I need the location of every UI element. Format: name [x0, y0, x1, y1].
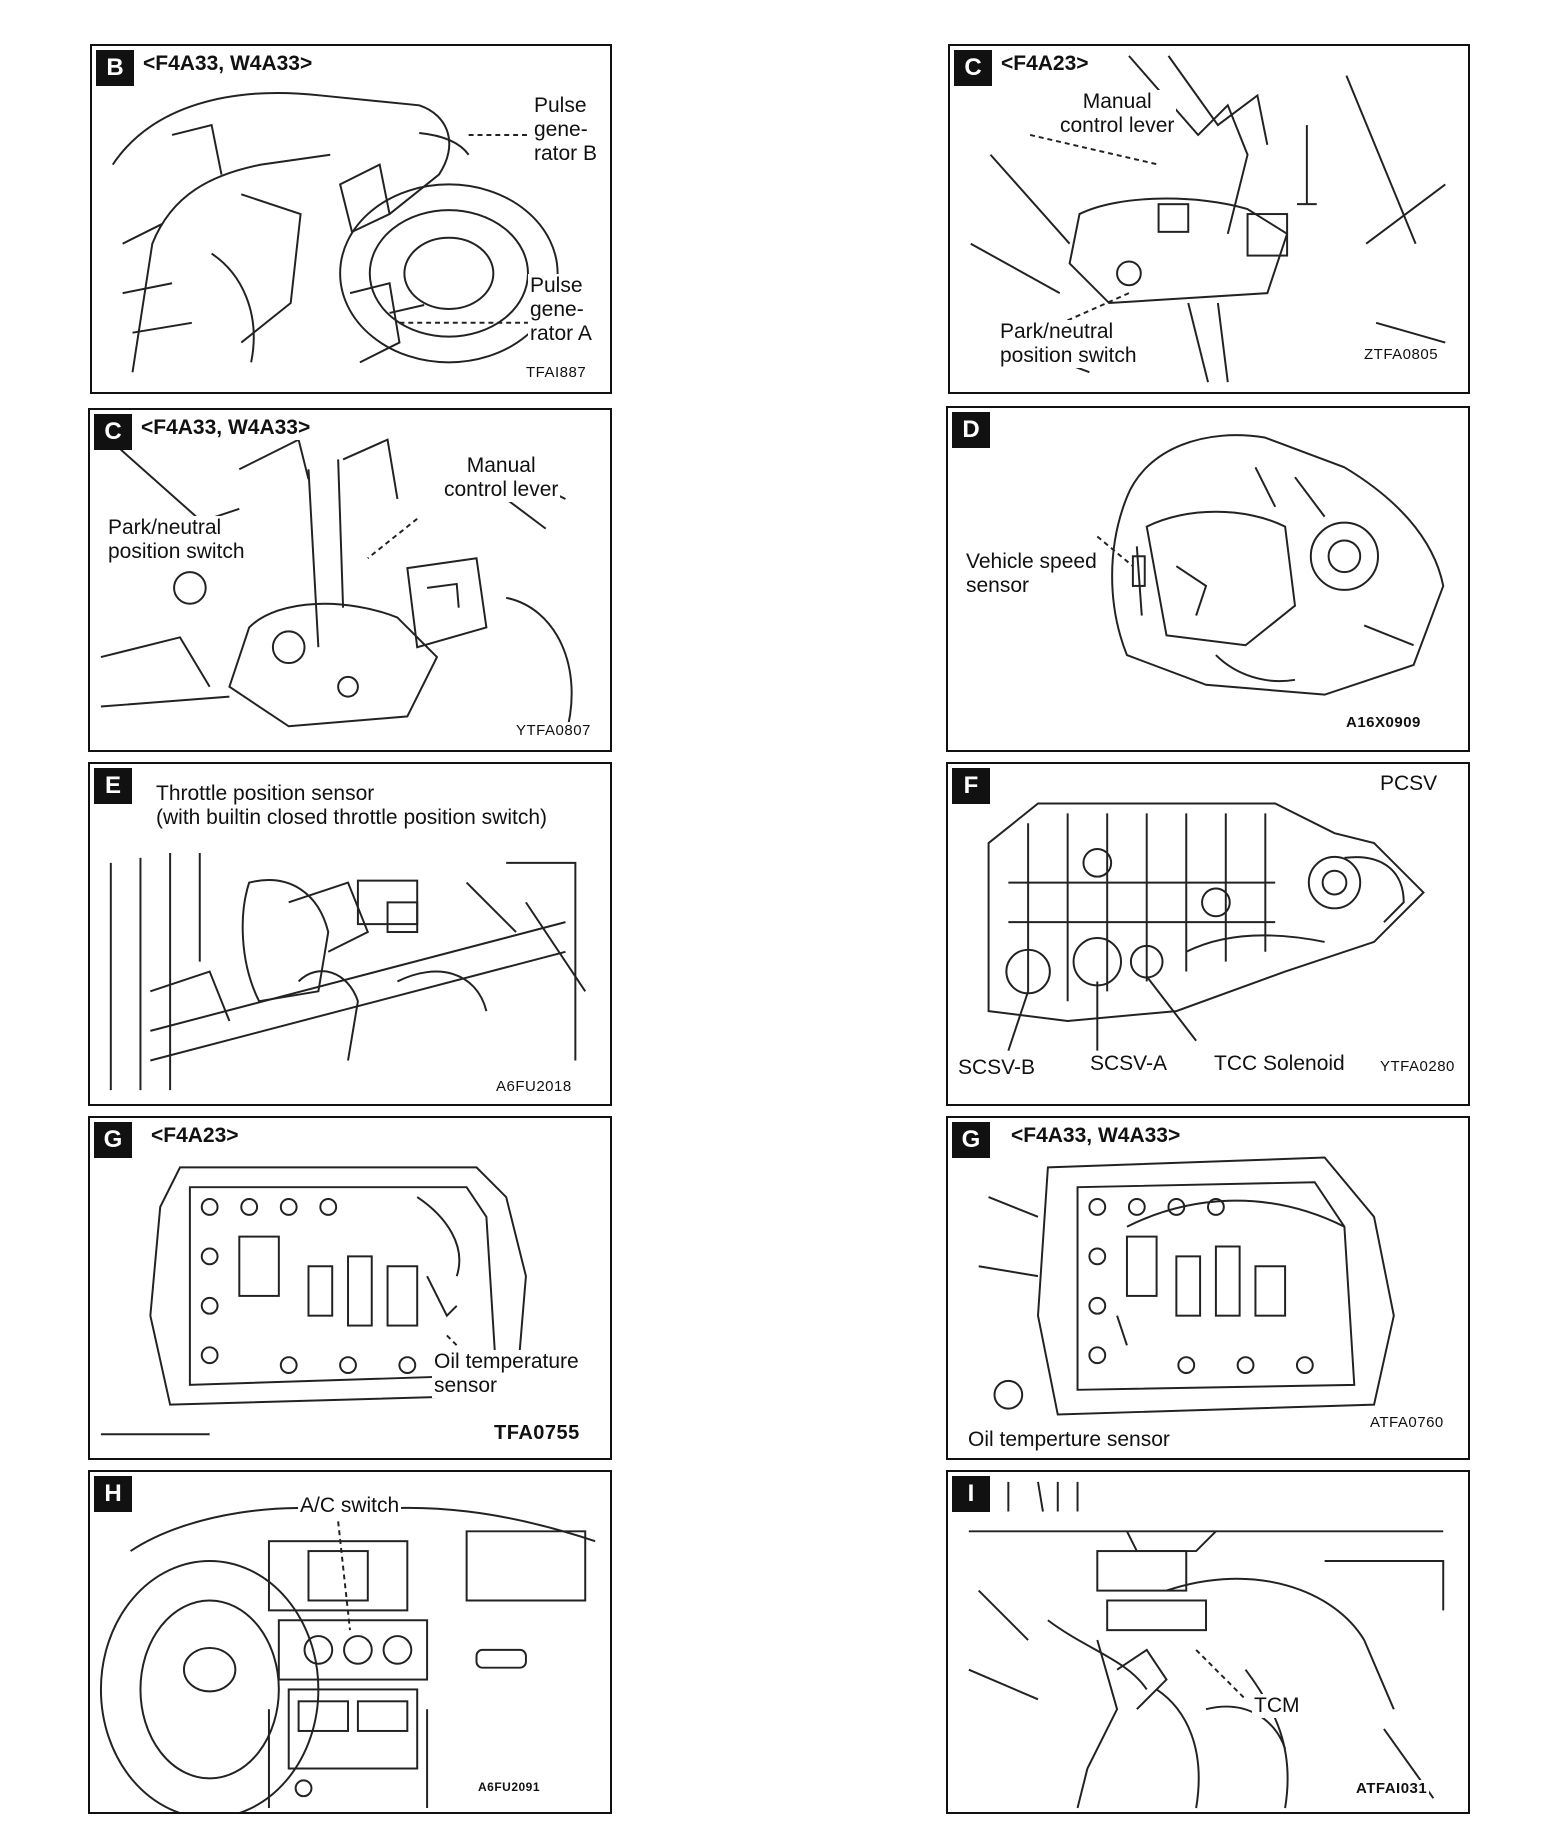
model-label: <F4A33, W4A33> [140, 52, 316, 76]
tcm-location-illustration [968, 1481, 1445, 1809]
throttle-position-sensor-label: Throttle position sensor(with builtin cl… [154, 782, 550, 830]
scsv-a-label: SCSV-A [1088, 1052, 1170, 1076]
panel-letter: F [952, 768, 990, 804]
figure-code: TFAI887 [524, 364, 589, 381]
valve-body-illustration [987, 802, 1425, 1051]
tcm-label: TCM [1252, 1694, 1302, 1718]
panel-letter: H [94, 1476, 132, 1512]
figure-code: ATFA0760 [1368, 1414, 1446, 1431]
scsv-b-label: SCSV-B [956, 1056, 1038, 1080]
panel-g-f4a33-oil-temp-sensor: G <F4A33, W4A33> Oil temperture sensor A… [946, 1116, 1470, 1460]
manual-lever-illustration [100, 438, 573, 737]
panel-letter: G [952, 1122, 990, 1158]
valve-body-illustration [978, 1156, 1395, 1416]
panel-letter: E [94, 768, 132, 804]
panel-e-throttle-position-sensor: E Throttle position sensor(with builtin … [88, 762, 612, 1106]
panel-letter: C [954, 50, 992, 86]
figure-code: A16X0909 [1344, 714, 1423, 731]
panel-h-ac-switch: H A/C switch A6FU2091 [88, 1470, 612, 1814]
figure-code: ZTFA0805 [1362, 346, 1441, 363]
panel-letter: B [96, 50, 134, 86]
valve-body-illustration [100, 1166, 527, 1436]
transaxle-illustration [111, 92, 559, 373]
panel-letter: I [952, 1476, 990, 1512]
model-label: <F4A23> [998, 52, 1092, 76]
dashboard-illustration [99, 1506, 596, 1812]
figure-code: YTFA0280 [1378, 1058, 1457, 1075]
panel-f-valve-body-solenoids: F PCSV SCSV-B SCSV-A TCC Solenoid YTFA02… [946, 762, 1470, 1106]
figure-code: A6FU2018 [494, 1078, 574, 1095]
figure-code: YTFA0807 [514, 722, 593, 739]
panel-letter: D [952, 412, 990, 448]
tcc-solenoid-label: TCC Solenoid [1212, 1052, 1347, 1076]
pcsv-label: PCSV [1378, 772, 1440, 796]
ac-switch-label: A/C switch [298, 1494, 402, 1518]
oil-temperature-sensor-label: Oil temperture sensor [966, 1428, 1172, 1452]
model-label: <F4A33, W4A33> [138, 416, 314, 440]
figure-code: ATFAI031 [1354, 1780, 1430, 1797]
panel-letter: G [94, 1122, 132, 1158]
figure-code: TFA0755 [492, 1422, 582, 1445]
panel-i-tcm: I TCM ATFAI031 [946, 1470, 1470, 1814]
model-label: <F4A23> [148, 1124, 242, 1148]
throttle-body-illustration [109, 852, 587, 1091]
transaxle-illustration [1096, 434, 1445, 696]
model-label: <F4A33, W4A33> [1008, 1124, 1184, 1148]
figure-code: A6FU2091 [476, 1780, 543, 1794]
panel-letter: C [94, 414, 132, 450]
